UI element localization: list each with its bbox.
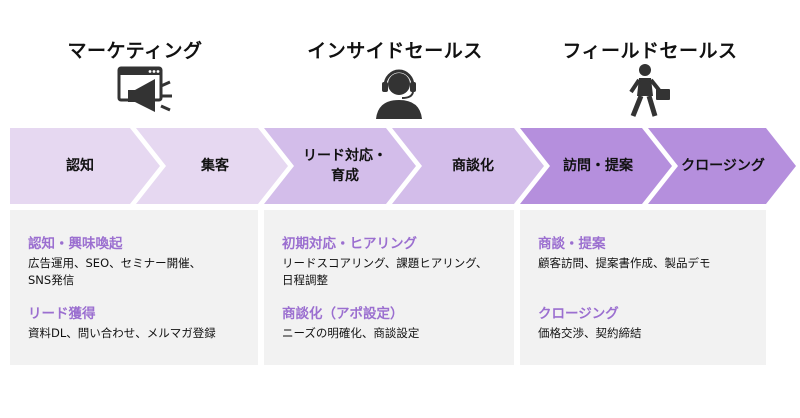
section-title: 認知・興味喚起 — [28, 236, 123, 252]
section-description: 顧客訪問、提案書作成、製品デモ — [538, 256, 711, 270]
section-title: 商談化（アポ設定） — [282, 306, 404, 323]
section-title: クロージング — [538, 305, 619, 322]
section-title: リード獲得 — [28, 306, 96, 323]
section-description: リードスコアリング、課題ヒアリング、 日程調整 — [282, 256, 488, 287]
step-arrow-shodanka — [392, 128, 544, 204]
step-label: 認知 — [66, 157, 94, 174]
marketing-title: マーケティング — [67, 40, 203, 62]
step-arrow-houmon — [520, 128, 672, 204]
inside-sales-detail-panel: 初期対応・ヒアリング リードスコアリング、課題ヒアリング、 日程調整 商談化（ア… — [264, 210, 514, 365]
step-label: リード対応・ 育成 — [303, 147, 387, 184]
step-arrow-shukyaku — [136, 128, 288, 204]
step-label: クロージング — [681, 157, 765, 174]
step-label: 集客 — [201, 157, 229, 174]
section-description: 広告運用、SEO、セミナー開催、 SNS発信 — [28, 256, 202, 287]
section-title: 初期対応・ヒアリング — [282, 236, 417, 252]
headset-operator-icon — [376, 69, 422, 119]
step-arrow-closing — [648, 128, 796, 204]
step-arrow-lead-taiou — [264, 128, 416, 204]
step-label: 商談化 — [452, 157, 494, 174]
section-title: 商談・提案 — [538, 236, 606, 252]
field-sales-detail-panel: 商談・提案 顧客訪問、提案書作成、製品デモ クロージング 価格交渉、契約締結 — [520, 210, 766, 365]
field-sales-title: フィールドセールス — [562, 40, 738, 62]
marketing-detail-panel: 認知・興味喚起 広告運用、SEO、セミナー開催、 SNS発信 リード獲得 資料D… — [10, 210, 258, 365]
inside-sales-title: インサイドセールス — [307, 40, 483, 62]
section-description: 価格交渉、契約締結 — [538, 325, 642, 340]
section-description: ニーズの明確化、商談設定 — [282, 326, 420, 341]
walking-businessman-icon — [629, 64, 670, 117]
megaphone-screen-icon — [117, 66, 172, 112]
section-description: 資料DL、問い合わせ、メルマガ登録 — [28, 326, 216, 341]
step-label: 訪問・提案 — [563, 157, 633, 174]
step-arrow-ninchi — [10, 128, 160, 204]
